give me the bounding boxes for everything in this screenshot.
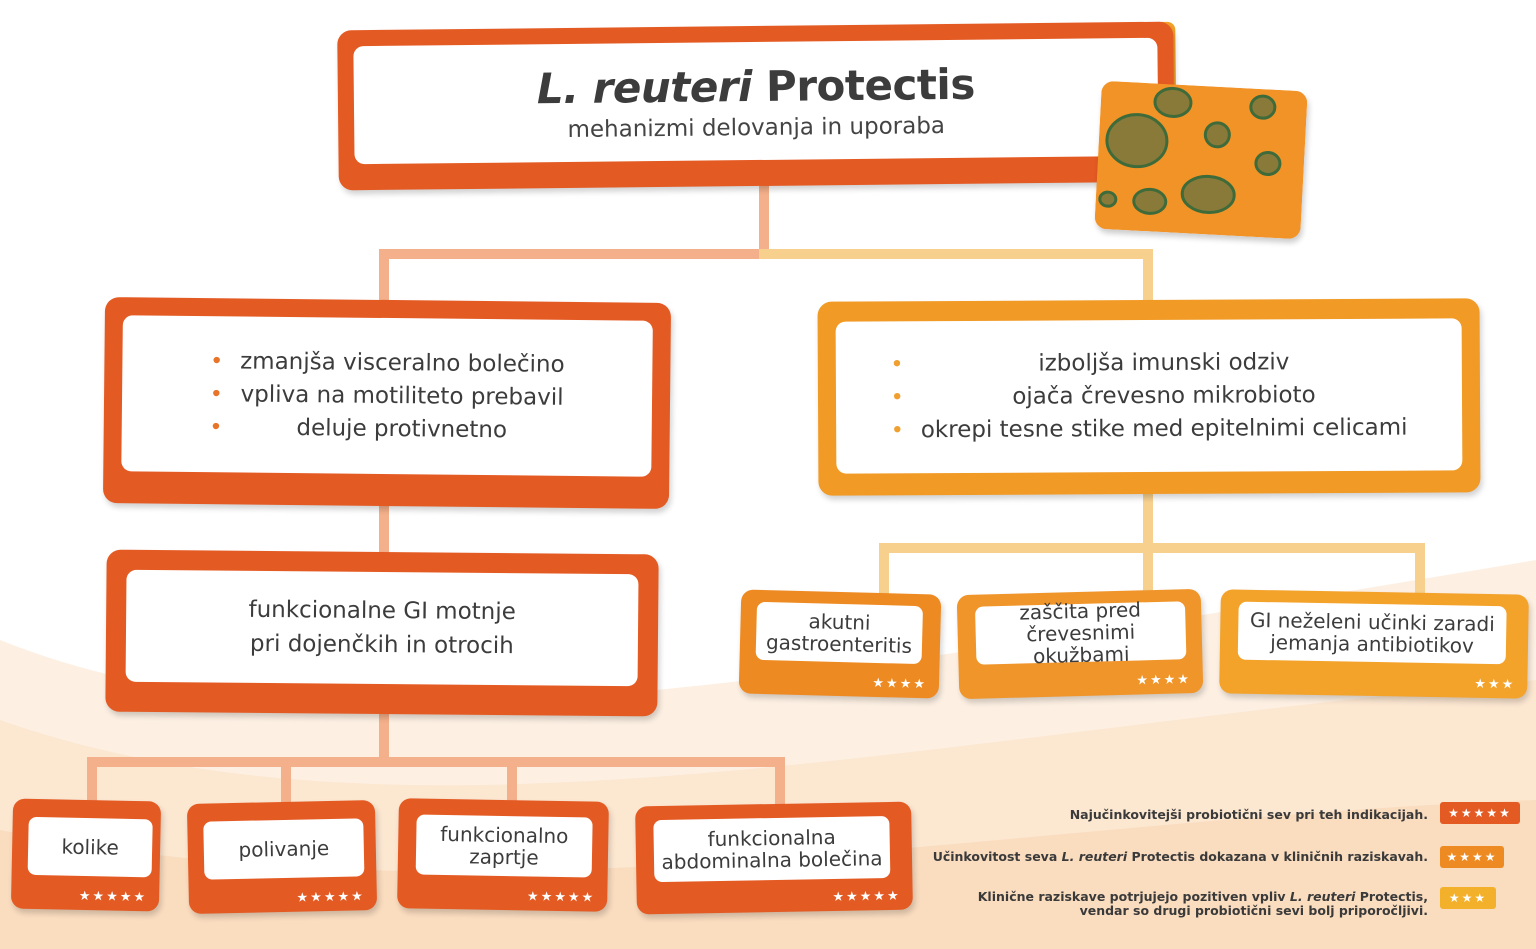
indication-label: jemanja antibiotikov: [1269, 630, 1474, 658]
indication-inner: funkcionalno zaprtje: [415, 814, 593, 878]
star-rating: ★★★★★: [78, 888, 148, 906]
legend-text-5: Najučinkovitejši probiotični sev pri teh…: [1069, 807, 1428, 822]
functional-gi-inner: funkcionalne GI motnje pri dojenčkih in …: [125, 569, 639, 687]
star-rating: ★★★: [1474, 676, 1516, 693]
list-item: zmanjša visceralno bolečino: [210, 345, 565, 382]
mechanisms-left-inner: zmanjša visceralno bolečino vpliva na mo…: [121, 315, 653, 477]
indication-polivanje: polivanje ★★★★★: [186, 800, 378, 914]
indication-zaprtje: funkcionalno zaprtje ★★★★★: [397, 798, 609, 912]
indication-zascita: zaščita pred črevesnimi okužbami ★★★★: [956, 588, 1204, 700]
list-item: okrepi tesne stike med epitelnimi celica…: [891, 411, 1408, 447]
indication-inner: GI neželeni učinki zaradi jemanja antibi…: [1237, 601, 1507, 665]
mechanisms-right-inner: izboljša imunski odziv ojača črevesno mi…: [835, 318, 1463, 474]
indication-label: zaprtje: [469, 844, 539, 870]
legend-badge-5: ★★★★★: [1440, 802, 1520, 824]
functional-gi-box: funkcionalne GI motnje pri dojenčkih in …: [105, 549, 659, 717]
functional-gi-line2: pri dojenčkih in otrocih: [249, 630, 514, 660]
functional-gi-line1: funkcionalne GI motnje: [248, 596, 516, 626]
indication-label: črevesnimi okužbami: [1025, 619, 1136, 669]
legend-badge-4: ★★★★: [1440, 846, 1504, 868]
list-item: deluje protivnetno: [209, 411, 564, 448]
indication-kolike: kolike ★★★★★: [10, 798, 162, 912]
star-rating: ★★★★: [872, 675, 928, 693]
indication-label: gastroenteritis: [765, 630, 913, 658]
indication-inner: akutni gastroenteritis: [755, 601, 924, 665]
title-box: L. reuteri Protectis mehanizmi delovanja…: [337, 21, 1175, 191]
list-item: ojača črevesno mikrobioto: [891, 378, 1408, 414]
indication-label: funkcionalno: [440, 821, 569, 849]
indication-label: polivanje: [238, 836, 330, 862]
mechanisms-right-list: izboljša imunski odziv ojača črevesno mi…: [890, 345, 1408, 447]
legend-text-3: Klinične raziskave potrjujejo pozitiven …: [977, 889, 1428, 918]
indication-label: akutni: [808, 609, 871, 635]
page-title: L. reuteri Protectis: [536, 59, 976, 113]
indication-label: kolike: [61, 834, 120, 860]
indication-gastroenteritis: akutni gastroenteritis ★★★★: [738, 589, 942, 699]
indication-inner: kolike: [27, 816, 153, 878]
legend-badge-3: ★★★: [1440, 887, 1496, 909]
star-rating: ★★★★★: [296, 889, 366, 906]
star-rating: ★★★★★: [832, 888, 901, 905]
indication-abdominalna: funkcionalna abdominalna bolečina ★★★★★: [635, 801, 913, 915]
list-item: izboljša imunski odziv: [890, 345, 1407, 381]
star-rating: ★★★★: [1136, 672, 1192, 689]
mechanisms-left-box: zmanjša visceralno bolečino vpliva na mo…: [102, 297, 672, 509]
legend-text-4: Učinkovitost seva L. reuteri Protectis d…: [932, 849, 1428, 864]
mechanisms-left-list: zmanjša visceralno bolečino vpliva na mo…: [209, 345, 565, 448]
indication-inner: polivanje: [203, 818, 365, 880]
mechanisms-right-box: izboljša imunski odziv ojača črevesno mi…: [817, 298, 1481, 496]
indication-antibiotiki: GI neželeni učinki zaradi jemanja antibi…: [1219, 589, 1529, 699]
indication-inner: funkcionalna abdominalna bolečina: [653, 815, 891, 883]
indication-label: abdominalna bolečina: [661, 846, 883, 874]
page-subtitle: mehanizmi delovanja in uporaba: [567, 112, 946, 143]
star-rating: ★★★★★: [526, 889, 596, 906]
indication-inner: zaščita pred črevesnimi okužbami: [974, 597, 1187, 668]
bacteria-illustration: [1094, 80, 1308, 240]
list-item: vpliva na motiliteto prebavil: [210, 378, 565, 415]
title-inner: L. reuteri Protectis mehanizmi delovanja…: [353, 37, 1159, 165]
